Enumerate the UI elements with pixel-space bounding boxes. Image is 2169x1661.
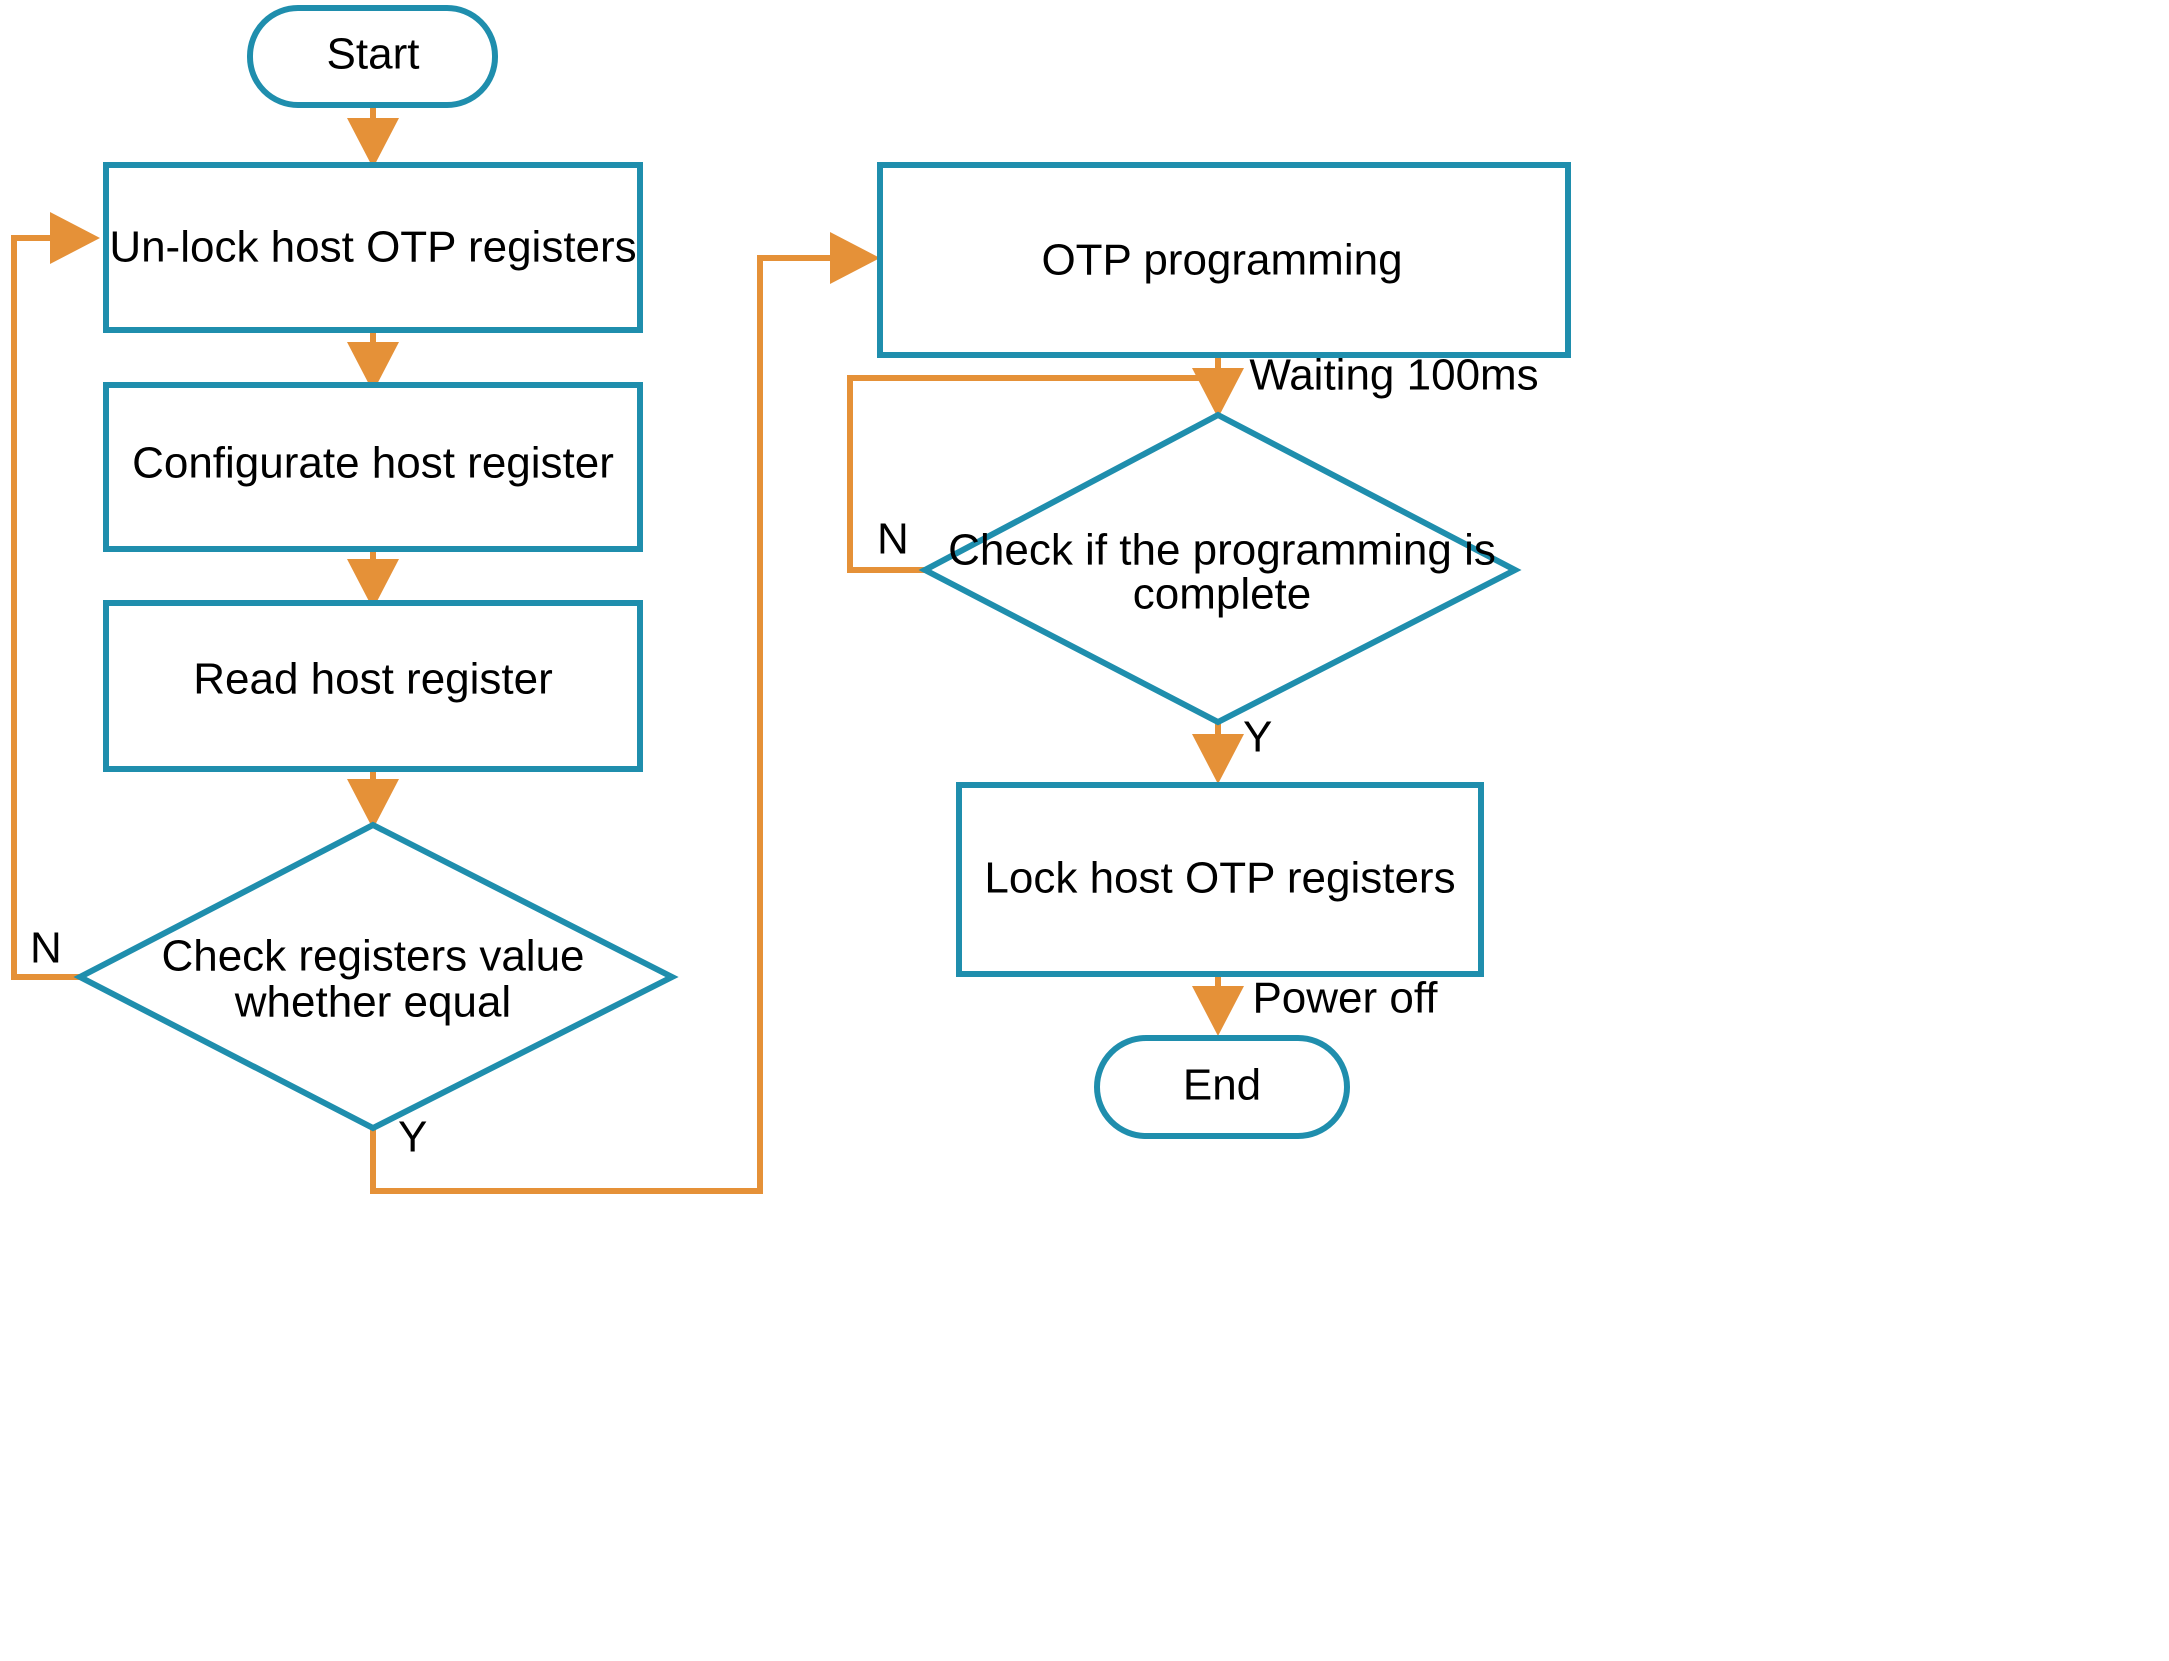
- node-check-done-label-line2: complete: [1133, 570, 1312, 619]
- node-otp-programming[interactable]: OTP programming: [877, 162, 1571, 358]
- connector-configurate-to-read: [347, 549, 399, 609]
- node-lock-host-otp-registers[interactable]: Lock host OTP registers: [956, 782, 1484, 977]
- node-check-equal-label-line1: Check registers value: [161, 932, 584, 981]
- edge-label-power-off: Power off: [1252, 974, 1438, 1023]
- edge-label-check-equal-yes: Y: [398, 1113, 427, 1162]
- connector-otpprog-to-check-done: [1192, 355, 1244, 418]
- node-check-equal-label-line2: whether equal: [234, 978, 511, 1027]
- edge-label-check-done-yes: Y: [1243, 713, 1272, 762]
- connector-unlock-to-configurate: [347, 330, 399, 392]
- node-lock-label: Lock host OTP registers: [984, 854, 1455, 903]
- connector-check-done-no-loop: [847, 375, 1218, 573]
- node-check-done-label-line1: Check if the programming is: [948, 526, 1496, 575]
- edge-label-check-done-no: N: [877, 515, 909, 564]
- node-check-programming-complete[interactable]: Check if the programming is complete: [918, 411, 1522, 726]
- node-read-host-register[interactable]: Read host register: [103, 600, 643, 772]
- node-start[interactable]: Start: [247, 5, 498, 108]
- node-configurate-host-register[interactable]: Configurate host register: [103, 382, 643, 552]
- connector-lock-to-end: [1192, 974, 1244, 1036]
- node-configurate-label: Configurate host register: [132, 439, 614, 488]
- node-end[interactable]: End: [1094, 1035, 1350, 1139]
- connector-check-equal-yes-loop: [370, 232, 880, 1194]
- node-read-label: Read host register: [193, 655, 553, 704]
- connector-read-to-check-equal: [347, 769, 399, 829]
- connector-start-to-unlock: [347, 103, 399, 168]
- connector-check-done-yes: [1192, 722, 1244, 784]
- edge-label-check-equal-no: N: [30, 924, 62, 973]
- node-otp-programming-label: OTP programming: [1041, 236, 1402, 285]
- node-check-registers-value[interactable]: Check registers value whether equal: [73, 821, 679, 1132]
- node-start-label: Start: [327, 30, 420, 79]
- connector-check-equal-no-loop: [11, 212, 100, 980]
- node-end-label: End: [1183, 1061, 1261, 1110]
- node-unlock-label: Un-lock host OTP registers: [109, 223, 636, 272]
- edge-label-waiting-100ms: Waiting 100ms: [1249, 351, 1538, 400]
- node-unlock-host-otp-registers[interactable]: Un-lock host OTP registers: [103, 162, 643, 333]
